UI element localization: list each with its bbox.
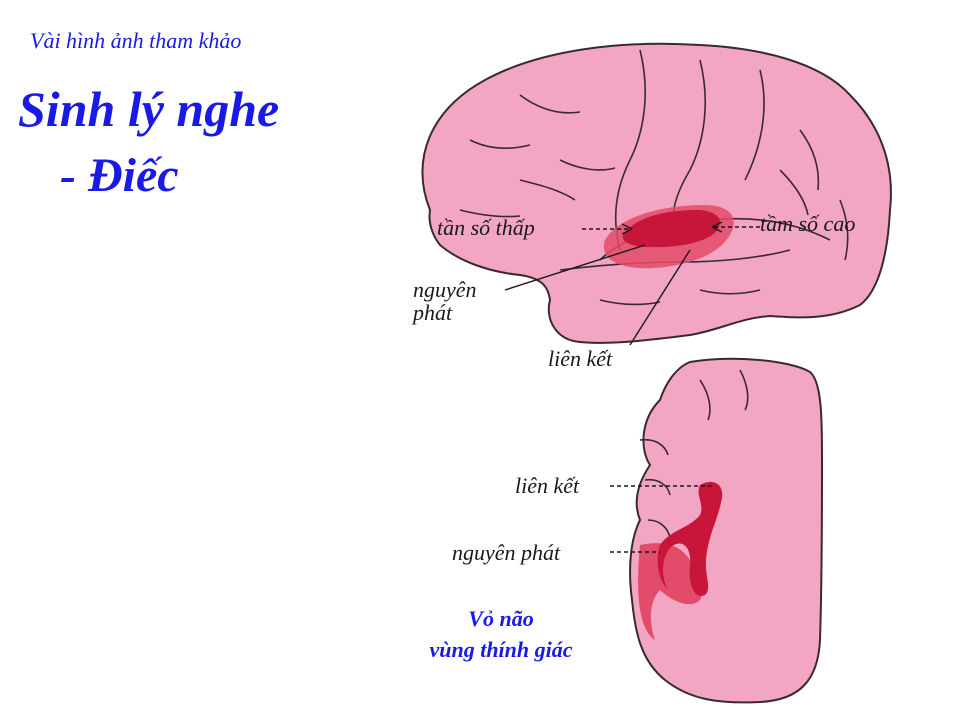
figure-caption-line1: Vỏ não [468, 606, 534, 631]
medial-association-area [638, 543, 702, 640]
label-primary-lateral: nguyên phát [413, 277, 477, 326]
label-primary-medial: nguyên phát [452, 540, 561, 565]
slide-title: Sinh lý nghe [18, 81, 280, 137]
slide-caption: Vài hình ảnh tham khảo [30, 28, 242, 53]
label-association-lateral: liên kết [548, 346, 613, 371]
label-high-frequency: tầm số cao [760, 211, 856, 236]
brain-medial-outline [629, 357, 823, 704]
label-association-medial: liên kết [515, 473, 580, 498]
medial-pointers [610, 485, 712, 553]
figure-caption-line2: vùng thính giác [429, 636, 573, 662]
slide-subtitle: - Điếc [60, 149, 179, 202]
medial-primary-area [657, 481, 723, 596]
label-low-frequency: tần số thấp [437, 215, 535, 240]
lateral-core-auditory-area [622, 210, 720, 248]
medial-sulci [639, 369, 749, 539]
brain-lateral-view [421, 42, 892, 346]
brain-sulci [459, 49, 849, 306]
lateral-pointers [504, 221, 760, 346]
figure-caption: Vỏ não vùng thính giác [396, 604, 606, 666]
brain-medial-view [610, 357, 823, 704]
